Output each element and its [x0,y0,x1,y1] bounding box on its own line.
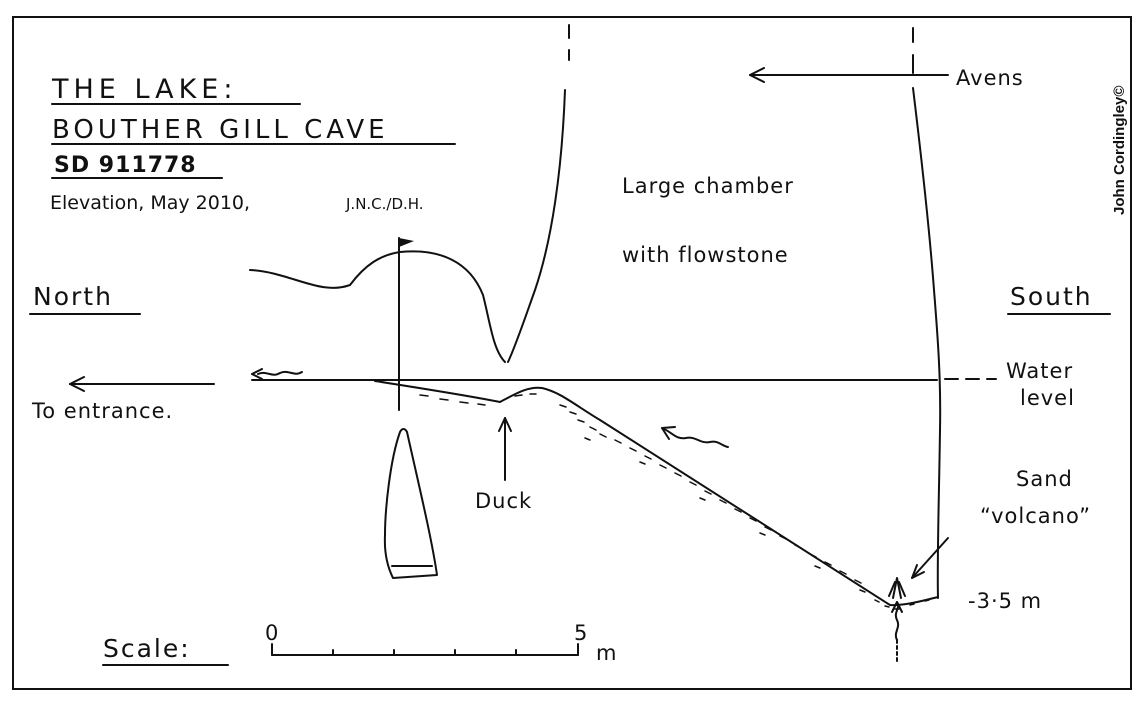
water-level-label-1: Water [1006,359,1073,383]
sand-volcano-pointer-head [911,564,925,579]
to-entrance-arrowhead [69,376,85,392]
cave-roof-left [249,250,506,363]
avens-label: Avens [956,66,1024,90]
aven-wall-left [507,89,566,363]
current-squiggle-left [257,370,303,376]
scale-end: 5 [574,621,588,645]
elevation-caption: Elevation, May 2010, [50,192,250,214]
to-entrance-label: To entrance. [31,399,173,423]
duck-arrowhead [498,417,512,432]
north-label: North [33,282,113,311]
title-line-1: THE LAKE: [51,74,237,105]
scale-bar [271,643,579,656]
sand-volcano-icon [888,577,906,663]
title-line-2: BOUTHER GILL CAVE [52,115,389,145]
floor-sediment-hatching [419,393,930,610]
sand-volcano-label-2: “volcano” [980,504,1091,528]
scale-start: 0 [265,621,279,645]
current-arrowhead-left [251,368,263,380]
scale-label: Scale: [103,634,191,663]
diagram-border [12,16,1132,690]
aven-wall-right [912,87,942,599]
grid-reference: SD 911778 [54,153,197,178]
sand-volcano-label-1: Sand [1016,467,1073,491]
scale-unit: m [596,641,617,665]
water-level-label-2: level [1020,386,1075,410]
chamber-label-2: with flowstone [622,243,789,267]
sand-volcano-pointer [911,537,949,579]
lake-floor-profile [374,380,939,607]
depth-label: -3·5 m [968,589,1042,613]
avens-arrowhead [749,67,765,83]
duck-label: Duck [475,489,532,513]
chamber-label-1: Large chamber [622,174,794,198]
surveyor-initials: J.N.C./D.H. [345,195,424,213]
flag-icon [399,238,414,247]
current-squiggle-mid [661,427,729,448]
current-arrowhead-mid [661,426,676,440]
author-credit: John Cordingley© [1111,86,1128,215]
rock-formation [383,428,438,579]
south-label: South [1010,282,1093,311]
